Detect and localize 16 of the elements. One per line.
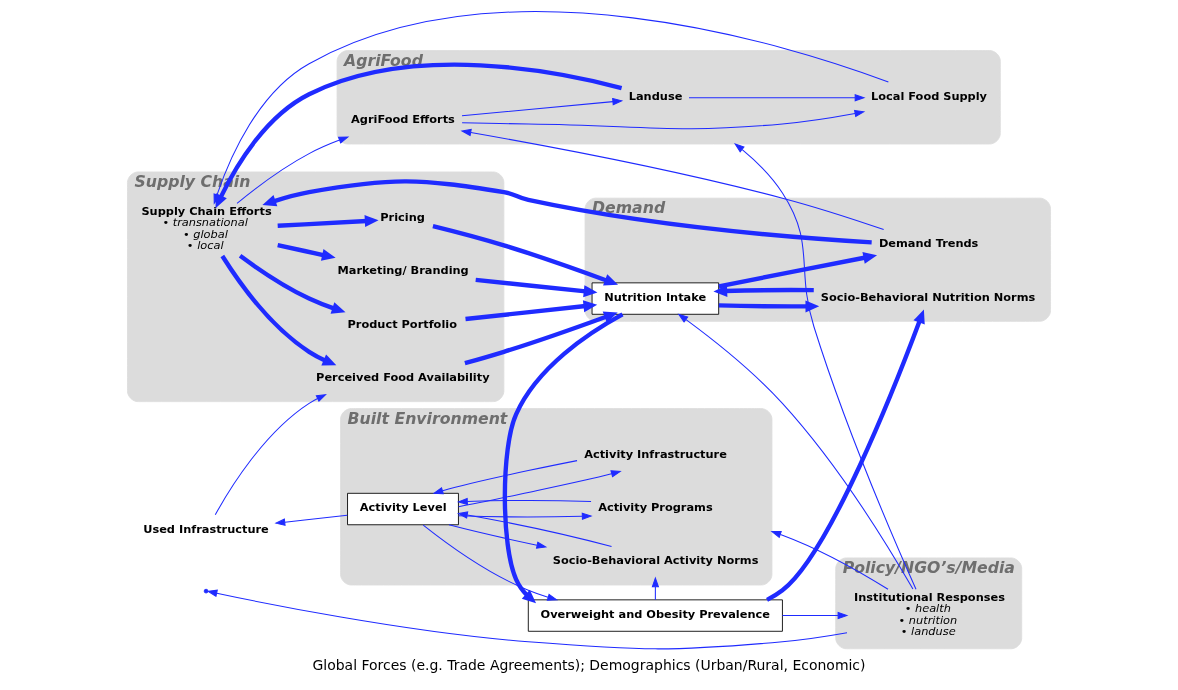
node-text: Socio-Behavioral Activity Norms: [552, 553, 759, 568]
node-text: Landuse: [628, 88, 683, 103]
node-text: AgriFood Efforts: [351, 112, 455, 127]
node-text: Perceived Food Availability: [316, 370, 490, 385]
caption: Global Forces (e.g. Trade Agreements); Demographics (Urban/Rural, Economic): [312, 657, 866, 674]
node-text: Socio-Behavioral Nutrition Norms: [820, 289, 1036, 304]
node-text: Local Food Supply: [871, 88, 988, 103]
node-text: Demand Trends: [878, 236, 979, 251]
node-text: Product Portfolio: [347, 316, 457, 331]
node-text: Institutional Responses • health • nutrition • landuse: [854, 590, 1005, 639]
node-text: Pricing: [380, 210, 425, 225]
node-text: Activity Programs: [598, 500, 713, 515]
node-text: Used Infrastructure: [143, 521, 269, 536]
node-text: Supply Chain Efforts • transnational • global • local: [141, 204, 272, 253]
node-text: Marketing/ Branding: [337, 263, 469, 278]
node-text: Activity Infrastructure: [584, 446, 727, 461]
